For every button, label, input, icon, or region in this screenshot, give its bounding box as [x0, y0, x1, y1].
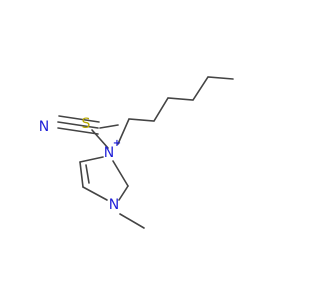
atom-ring-n3: N	[109, 197, 119, 213]
hexyl-chain	[117, 76, 234, 145]
atom-ring-n1: N	[104, 145, 114, 161]
triple-bond-nitrile	[57, 115, 100, 135]
double-bond-c4-c5	[79, 161, 90, 188]
molecule-drawing: N S N + N	[39, 76, 234, 229]
bond-n3-c4	[82, 186, 108, 201]
charge-plus: +	[113, 138, 121, 149]
atom-nitrile-n: N	[39, 119, 49, 135]
structure-canvas: N S N + N	[38, 76, 234, 229]
bond-c-s	[99, 124, 119, 129]
bond-n3-methyl	[119, 213, 145, 229]
atom-sulfur: S	[82, 116, 91, 132]
bond-c5-n1	[79, 156, 104, 163]
bond-n1-c2	[112, 160, 129, 187]
bond-s-n1	[91, 129, 109, 149]
bond-c2-n3	[118, 185, 129, 201]
